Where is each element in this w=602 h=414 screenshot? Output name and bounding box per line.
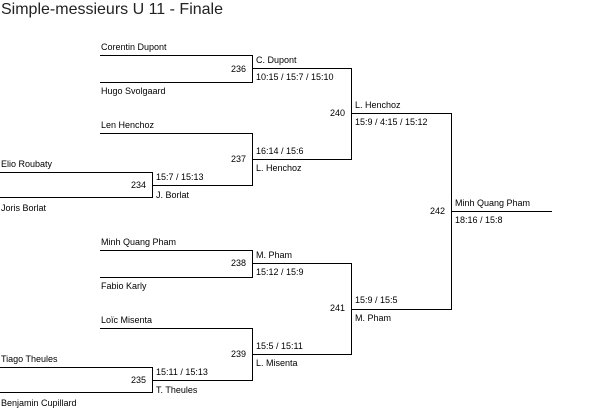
match-number: 241 (329, 303, 345, 313)
match-number: 238 (230, 258, 246, 268)
bracket-line (100, 82, 253, 83)
match-winner: L. Misenta (256, 358, 298, 368)
match-score: 15:5 / 15:11 (256, 341, 303, 351)
bracket-line (100, 250, 253, 251)
champion-name: Minh Quang Pham (455, 198, 531, 208)
match-winner: T. Theules (156, 385, 198, 395)
match-score: 18:16 / 15:8 (455, 215, 503, 225)
match-winner: C. Dupont (256, 55, 297, 65)
bracket-line (252, 263, 352, 264)
bracket-line (351, 68, 352, 160)
match-score: 15:9 / 4:15 / 15:12 (355, 117, 428, 127)
match-number: 236 (230, 64, 246, 74)
bracket-line (252, 55, 253, 83)
bracket-line (0, 367, 153, 368)
match-number: 240 (329, 108, 345, 118)
match-score: 16:14 / 15:6 (256, 146, 304, 156)
bracket-line (152, 380, 253, 381)
bracket-line (100, 133, 253, 134)
player-name: Hugo Svolgaard (101, 86, 166, 96)
bracket-line (152, 185, 253, 186)
bracket-line (100, 277, 253, 278)
match-number: 239 (230, 349, 246, 359)
bracket-line (252, 250, 253, 278)
match-winner: L. Henchoz (256, 163, 302, 173)
bracket-line (351, 113, 452, 114)
bracket-line (0, 197, 153, 198)
bracket-line (252, 159, 352, 160)
match-number: 235 (130, 375, 146, 385)
bracket-line (451, 211, 552, 212)
match-score: 15:11 / 15:13 (156, 367, 208, 377)
bracket-line (252, 354, 352, 355)
match-number: 237 (230, 154, 246, 164)
player-name: Loïc Misenta (101, 315, 153, 325)
player-name: Joris Borlat (1, 203, 47, 213)
bracket-line (351, 309, 452, 310)
match-winner: L. Henchoz (355, 100, 401, 110)
player-name: Benjamin Cupillard (1, 398, 77, 408)
match-winner: M. Pham (256, 250, 293, 260)
match-score: 15:12 / 15:9 (256, 267, 304, 277)
player-name: Tiago Theules (1, 354, 58, 364)
match-winner: J. Borlat (156, 190, 190, 200)
match-score: 15:9 / 15:5 (355, 295, 398, 305)
page-title: Simple-messieurs U 11 - Finale (1, 1, 223, 18)
match-winner: M. Pham (355, 313, 392, 323)
player-name: Elio Roubaty (1, 159, 53, 169)
bracket-line (100, 328, 253, 329)
bracket-line (0, 392, 153, 393)
player-name: Fabio Karly (101, 281, 147, 291)
match-number: 242 (429, 206, 445, 216)
bracket-line (0, 172, 153, 173)
match-number: 234 (130, 180, 146, 190)
bracket-line (100, 55, 253, 56)
player-name: Corentin Dupont (101, 42, 167, 52)
player-name: Len Henchoz (101, 120, 155, 130)
match-score: 15:7 / 15:13 (156, 172, 204, 182)
bracket-line (252, 68, 352, 69)
match-score: 10:15 / 15:7 / 15:10 (256, 72, 334, 82)
player-name: Minh Quang Pham (101, 237, 177, 247)
